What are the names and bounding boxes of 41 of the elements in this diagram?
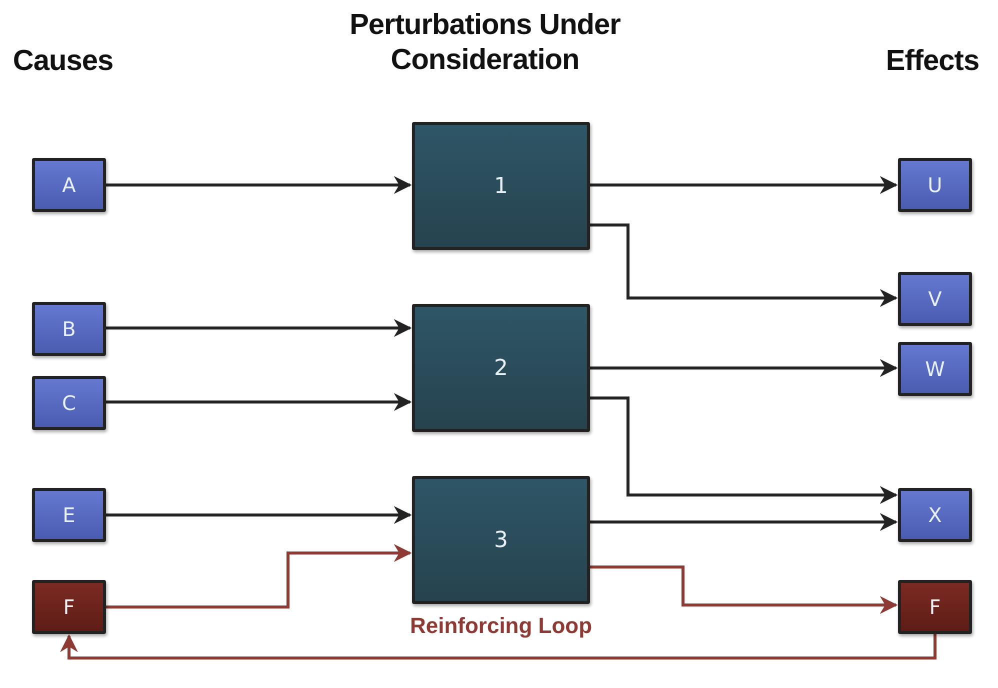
arrow (106, 176, 412, 194)
box-label: F (63, 595, 75, 619)
arrow (590, 176, 898, 194)
loop-caption: Reinforcing Loop (410, 613, 592, 639)
variable-box (32, 488, 106, 542)
arrow (590, 513, 898, 531)
box-label: W (925, 357, 945, 381)
box-label: X (928, 503, 942, 527)
box-label: V (928, 287, 942, 311)
box-label: E (62, 503, 76, 527)
variable-box (898, 158, 972, 212)
variable-box (898, 488, 972, 542)
box-label: A (62, 173, 76, 197)
column-heading: Effects (884, 44, 980, 79)
arrow (590, 224, 898, 307)
variable-box (32, 302, 106, 356)
box-label: 2 (494, 356, 508, 380)
process-box (412, 304, 590, 432)
box-label: 1 (494, 174, 508, 198)
arrow (106, 506, 412, 524)
feedback-box (898, 580, 972, 634)
variable-box (32, 376, 106, 430)
arrow (590, 396, 898, 504)
box-label: B (62, 317, 76, 341)
variable-box (898, 272, 972, 326)
feedback-box (32, 580, 106, 634)
arrow (106, 544, 412, 608)
box-label: 3 (494, 528, 508, 552)
box-label: C (62, 391, 76, 415)
variable-box (898, 342, 972, 396)
box-label: U (928, 173, 942, 197)
column-heading: Perturbations Under Consideration (348, 8, 622, 78)
box-label: F (929, 595, 941, 619)
column-heading: Causes (12, 44, 114, 79)
process-box (412, 122, 590, 250)
arrow (106, 393, 412, 411)
arrow (590, 359, 898, 377)
arrow (106, 319, 412, 337)
arrow (590, 566, 898, 614)
variable-box (32, 158, 106, 212)
arrow (60, 634, 936, 660)
